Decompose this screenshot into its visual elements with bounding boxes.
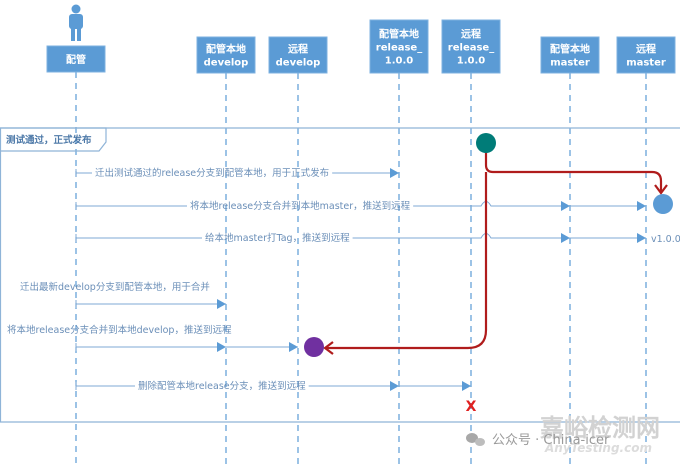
participant-label: develop <box>276 58 321 69</box>
commit-nodes: X <box>304 133 673 415</box>
tag-version-label: v1.0.0 <box>651 234 680 245</box>
red-arrowhead-icon <box>323 341 334 355</box>
participant-box <box>46 45 106 73</box>
participant-local_master: 配管本地 master <box>540 36 600 74</box>
participant-remote_develop: 远程 develop <box>268 36 328 74</box>
participant-label: develop <box>204 58 249 69</box>
participant-box <box>369 19 429 74</box>
arrowhead-icon <box>462 381 471 391</box>
participant-box <box>616 36 676 74</box>
participant-remote_master: 远程 master <box>616 36 676 74</box>
participant-label: 配管本地 <box>206 43 246 56</box>
participant-label: master <box>626 58 666 69</box>
message-label: 迁出最新develop分支到配管本地，用于合并 <box>20 281 210 293</box>
arrowhead-icon <box>561 201 570 211</box>
red-flow-to-master <box>484 150 663 192</box>
develop-merge-node <box>304 337 324 357</box>
release-commit-node <box>476 133 496 153</box>
participant-label: release_ <box>448 43 494 54</box>
delete-marker-icon: X <box>466 399 477 415</box>
messages: 迁出测试通过的release分支到配管本地，用于正式发布将本地release分支… <box>7 167 680 392</box>
participant-label: 远程 <box>288 43 308 56</box>
red-flow <box>323 150 668 355</box>
participant-label: 配管 <box>66 53 86 66</box>
message-label: 将本地release分支合并到本地master，推送到远程 <box>190 200 411 212</box>
arrowhead-icon <box>217 299 226 309</box>
arrowhead-icon <box>390 381 399 391</box>
wechat-icon <box>466 433 485 446</box>
message-4: 迁出最新develop分支到配管本地，用于合并 <box>20 281 226 309</box>
arrowhead-icon <box>637 201 646 211</box>
participant-box <box>441 19 501 74</box>
participant-box <box>268 36 328 74</box>
arrowhead-icon <box>289 342 298 352</box>
participant-box <box>196 36 256 74</box>
frame-label: 测试通过，正式发布 <box>6 134 92 146</box>
message-label: 将本地release分支合并到本地develop，推送到远程 <box>7 324 232 336</box>
frame-label-tab <box>0 127 107 152</box>
arrowhead-icon <box>390 168 399 178</box>
participant-box <box>540 36 600 74</box>
red-flow-to-develop <box>326 172 488 350</box>
message-2: 将本地release分支合并到本地master，推送到远程 <box>75 200 646 212</box>
watermark-sub: AnyTesting.com <box>544 441 652 455</box>
arrowhead-icon <box>561 233 570 243</box>
frame-release: 测试通过，正式发布 <box>0 127 680 423</box>
message-6: 删除配管本地release分支，推送到远程 <box>75 380 471 392</box>
red-arrowhead-icon <box>654 184 668 195</box>
participant-local_release: 配管本地 release_ 1.0.0 <box>369 19 429 74</box>
watermark: 嘉峪检测网 AnyTesting.com 公众号 · China-icer <box>466 414 660 455</box>
participant-label: 1.0.0 <box>457 56 486 67</box>
participant-remote_release: 远程 release_ 1.0.0 <box>441 19 501 74</box>
master-merge-node <box>653 194 673 214</box>
person-icon <box>69 4 83 41</box>
participant-label: 1.0.0 <box>385 56 414 67</box>
message-label: 迁出测试通过的release分支到配管本地，用于正式发布 <box>95 167 329 179</box>
participant-label: master <box>550 58 590 69</box>
lifelines <box>75 72 647 467</box>
message-1: 迁出测试通过的release分支到配管本地，用于正式发布 <box>75 167 399 179</box>
participant-cm: 配管 <box>46 4 106 73</box>
participant-label: 配管本地 <box>379 28 419 41</box>
wechat-account-label: 公众号 · China-icer <box>492 433 610 448</box>
message-label: 给本地master打Tag，推送到远程 <box>205 232 350 244</box>
participant-label: 远程 <box>636 43 656 56</box>
arrowhead-icon <box>217 342 226 352</box>
participant-local_develop: 配管本地 develop <box>196 36 256 74</box>
participant-label: 远程 <box>461 28 481 41</box>
watermark-main: 嘉峪检测网 <box>540 414 660 442</box>
message-5: 将本地release分支合并到本地develop，推送到远程 <box>7 324 298 352</box>
message-label: 删除配管本地release分支，推送到远程 <box>138 380 306 392</box>
participant-label: release_ <box>376 43 422 54</box>
arrowhead-icon <box>637 233 646 243</box>
participant-heads: 配管配管本地develop远程develop配管本地release_1.0.0远… <box>46 4 676 74</box>
message-3: 给本地master打Tag，推送到远程 v1.0.0 <box>75 232 680 245</box>
participant-label: 配管本地 <box>550 43 590 56</box>
